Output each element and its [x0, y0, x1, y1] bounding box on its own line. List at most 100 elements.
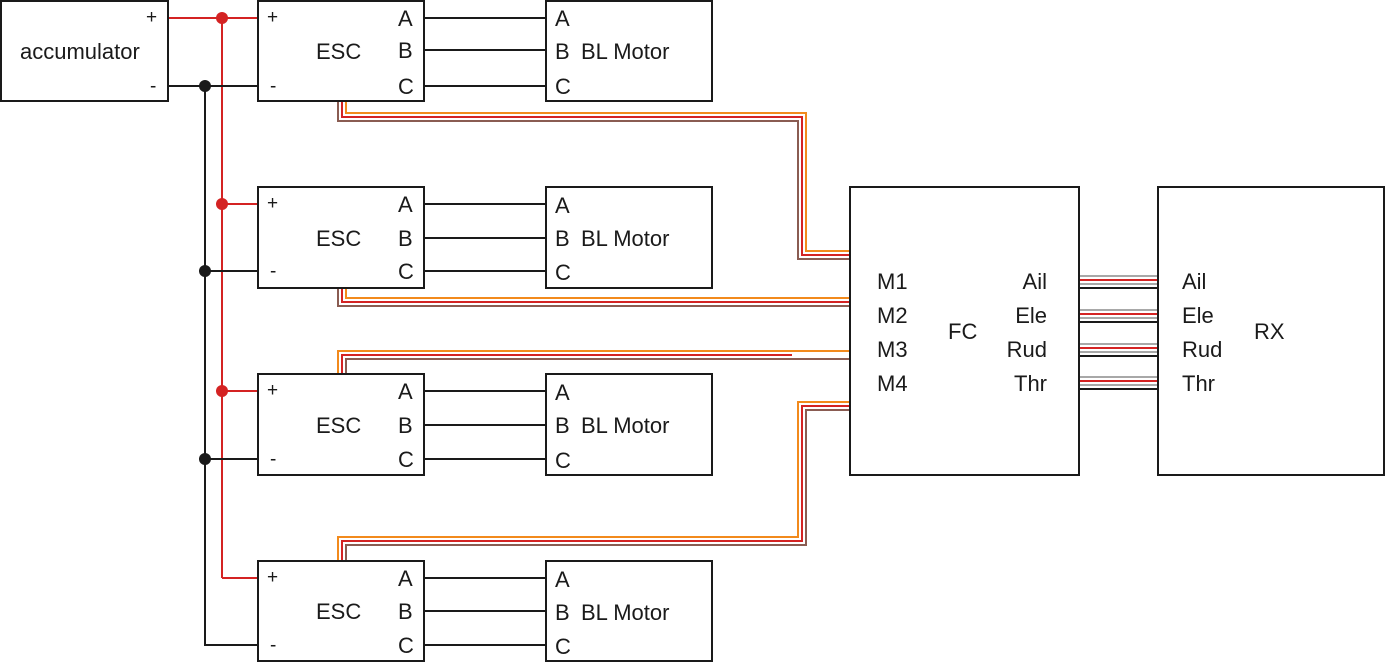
flight-controller-block: M1 M2 M3 M4 FC Ail Ele Rud Thr [849, 186, 1080, 476]
signal-cable-4-orange [337, 401, 852, 561]
esc-plus-terminal: + [267, 7, 278, 28]
motor-block-3: A B C BL Motor [545, 373, 713, 476]
esc-block-4: + - ESC A B C [257, 560, 425, 662]
motor-in-a: A [555, 6, 570, 31]
motor-in-c: C [555, 448, 571, 473]
fc-label: FC [948, 319, 977, 344]
fc-port-m3: M3 [877, 337, 908, 362]
esc-out-b: B [398, 599, 413, 624]
rx-cable-rud [1080, 343, 1158, 357]
motor-in-b: B [555, 600, 570, 625]
accumulator-box [0, 0, 169, 102]
motor-box [545, 186, 713, 289]
receiver-block: Ail Ele Rud Thr RX [1157, 186, 1385, 476]
motor-in-a: A [555, 193, 570, 218]
accumulator-label: accumulator [20, 39, 140, 64]
signal-cable-3-orange [337, 350, 852, 374]
esc-out-c: C [398, 74, 414, 99]
motor-in-b: B [555, 413, 570, 438]
motor-in-c: C [555, 634, 571, 659]
esc-label: ESC [316, 39, 361, 64]
motor-box [545, 373, 713, 476]
motor-in-a: A [555, 380, 570, 405]
rx-label: RX [1254, 319, 1285, 344]
signal-cable-2-orange [345, 288, 852, 299]
motor-in-a: A [555, 567, 570, 592]
esc-label: ESC [316, 599, 361, 624]
motor-in-c: C [555, 74, 571, 99]
rx-port-ele: Ele [1182, 303, 1214, 328]
esc-box [257, 0, 425, 102]
rx-cables [1080, 275, 1158, 390]
signal-cable-3-brown [345, 358, 852, 374]
esc-out-a: A [398, 192, 413, 217]
fc-box [849, 186, 1080, 476]
negative-junction-1 [199, 80, 211, 92]
phase-wiring [424, 17, 546, 646]
rx-port-thr: Thr [1182, 371, 1215, 396]
esc-box [257, 373, 425, 476]
fc-port-m4: M4 [877, 371, 908, 396]
esc-out-a: A [398, 566, 413, 591]
esc-out-c: C [398, 447, 414, 472]
rx-box [1157, 186, 1385, 476]
accumulator-plus-terminal: + [146, 7, 157, 28]
phase-wires-1 [424, 17, 546, 87]
esc-minus-terminal: - [270, 449, 276, 470]
negative-bus [168, 85, 258, 646]
positive-junction-1 [216, 12, 228, 24]
rx-cable-ele [1080, 309, 1158, 323]
esc-box [257, 560, 425, 662]
motor-label: BL Motor [581, 600, 669, 625]
fc-port-rud: Rud [1007, 337, 1047, 362]
esc-out-c: C [398, 633, 414, 658]
esc-out-c: C [398, 259, 414, 284]
negative-junction-3 [199, 453, 211, 465]
power-wiring [168, 12, 258, 646]
esc-minus-terminal: - [270, 635, 276, 656]
esc-plus-terminal: + [267, 380, 278, 401]
signal-cable-4-red [341, 405, 852, 561]
rx-port-rud: Rud [1182, 337, 1222, 362]
accumulator-minus-terminal: - [150, 76, 156, 97]
positive-junction-2 [216, 198, 228, 210]
esc-minus-terminal: - [270, 76, 276, 97]
phase-wires-4 [424, 577, 546, 646]
esc-plus-terminal: + [267, 193, 278, 214]
rx-cable-ail [1080, 275, 1158, 289]
signal-cable-1-red [341, 101, 852, 256]
phase-wires-3 [424, 390, 546, 460]
esc-block-3: + - ESC A B C [257, 373, 425, 476]
esc-box [257, 186, 425, 289]
phase-wires-2 [424, 203, 546, 272]
positive-bus [168, 17, 258, 579]
motor-label: BL Motor [581, 226, 669, 251]
esc-minus-terminal: - [270, 261, 276, 282]
rx-port-ail: Ail [1182, 269, 1206, 294]
motor-block-1: A B C BL Motor [545, 0, 713, 102]
fc-port-thr: Thr [1014, 371, 1047, 396]
fc-port-ele: Ele [1015, 303, 1047, 328]
esc-label: ESC [316, 413, 361, 438]
negative-junction-2 [199, 265, 211, 277]
esc-signal-cables [337, 101, 852, 561]
motor-in-b: B [555, 226, 570, 251]
positive-junction-3 [216, 385, 228, 397]
esc-out-b: B [398, 413, 413, 438]
signal-cable-2-red [341, 288, 852, 303]
motor-label: BL Motor [581, 413, 669, 438]
esc-out-a: A [398, 379, 413, 404]
esc-out-b: B [398, 226, 413, 251]
esc-out-a: A [398, 6, 413, 31]
rx-cable-thr [1080, 376, 1158, 390]
signal-cable-2-brown [337, 288, 852, 307]
signal-cable-4-brown [345, 409, 852, 561]
accumulator-block: accumulator + - [0, 0, 169, 102]
motor-in-c: C [555, 260, 571, 285]
esc-out-b: B [398, 38, 413, 63]
motor-label: BL Motor [581, 39, 669, 64]
signal-cable-1-brown [337, 101, 852, 260]
esc-block-2: + - ESC A B C [257, 186, 425, 289]
fc-port-m2: M2 [877, 303, 908, 328]
